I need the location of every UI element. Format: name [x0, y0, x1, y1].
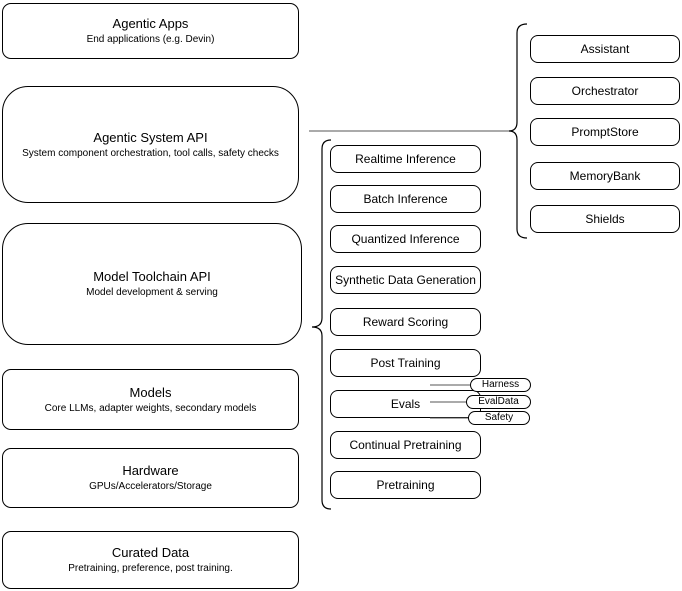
node-memorybank: MemoryBank: [530, 162, 680, 190]
node-subtitle: GPUs/Accelerators/Storage: [89, 481, 212, 492]
node-title: Agentic System API: [93, 129, 208, 145]
node-subtitle: Core LLMs, adapter weights, secondary mo…: [44, 402, 257, 414]
node-title: Models: [129, 384, 172, 400]
node-label: Reward Scoring: [362, 315, 449, 329]
node-title: Agentic Apps: [112, 16, 189, 31]
toolchain-brace: [311, 139, 332, 510]
tag-label: EvalData: [478, 396, 519, 407]
node-realtime-inference: Realtime Inference: [330, 145, 481, 173]
node-label: Continual Pretraining: [349, 438, 462, 452]
node-subtitle: Model development & serving: [86, 287, 218, 298]
node-label: Evals: [390, 397, 421, 411]
node-subtitle: Pretraining, preference, post training.: [68, 563, 233, 574]
node-continual-pretraining: Continual Pretraining: [330, 431, 481, 459]
node-promptstore: PromptStore: [530, 118, 680, 146]
node-shields: Shields: [530, 205, 680, 233]
node-evals: Evals: [330, 390, 481, 418]
node-curated-data: Curated Data Pretraining, preference, po…: [2, 531, 299, 589]
node-label: Synthetic Data Generation: [335, 273, 476, 287]
node-subtitle: End applications (e.g. Devin): [86, 34, 215, 45]
node-model-toolchain-api: Model Toolchain API Model development & …: [2, 223, 302, 345]
system-components-brace: [508, 23, 528, 239]
node-orchestrator: Orchestrator: [530, 77, 680, 105]
node-assistant: Assistant: [530, 35, 680, 63]
tag-label: Harness: [481, 379, 520, 390]
node-agentic-apps: Agentic Apps End applications (e.g. Devi…: [2, 3, 299, 59]
node-label: Shields: [585, 212, 625, 226]
tag-harness: Harness: [470, 378, 531, 392]
node-label: MemoryBank: [569, 169, 641, 183]
node-batch-inference: Batch Inference: [330, 185, 481, 213]
node-title: Model Toolchain API: [93, 269, 211, 284]
node-reward-scoring: Reward Scoring: [330, 308, 481, 336]
node-agentic-system-api: Agentic System API System component orch…: [2, 86, 299, 203]
node-post-training: Post Training: [330, 349, 481, 377]
node-label: Batch Inference: [363, 192, 448, 206]
node-synthetic-data-generation: Synthetic Data Generation: [330, 266, 481, 294]
tag-label: Safety: [484, 412, 514, 423]
node-label: PromptStore: [571, 125, 639, 139]
node-hardware: Hardware GPUs/Accelerators/Storage: [2, 448, 299, 508]
tag-safety: Safety: [468, 411, 530, 425]
node-pretraining: Pretraining: [330, 471, 481, 499]
node-label: Orchestrator: [571, 84, 639, 98]
node-label: Post Training: [370, 356, 441, 370]
node-label: Quantized Inference: [351, 232, 460, 246]
node-subtitle: System component orchestration, tool cal…: [22, 147, 279, 159]
node-label: Realtime Inference: [355, 152, 456, 166]
tag-evaldata: EvalData: [466, 395, 531, 409]
node-label: Assistant: [580, 42, 630, 56]
node-models: Models Core LLMs, adapter weights, secon…: [2, 369, 299, 430]
node-title: Curated Data: [111, 545, 190, 560]
node-quantized-inference: Quantized Inference: [330, 225, 481, 253]
node-title: Hardware: [122, 463, 179, 478]
node-label: Pretraining: [376, 478, 435, 492]
